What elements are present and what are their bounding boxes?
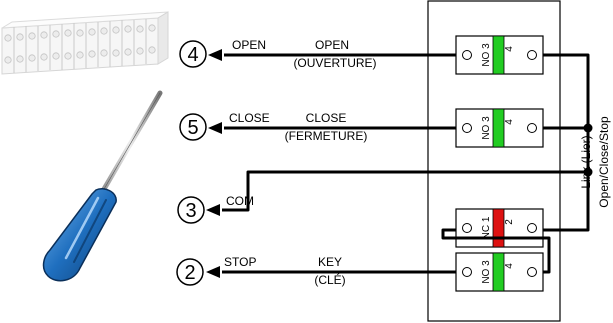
terminal-2: 2 (176, 258, 204, 286)
screw-terminal (527, 223, 537, 233)
terminal-block-icon (1, 11, 169, 75)
contact-side-number: 4 (504, 119, 515, 125)
screw-terminal (462, 50, 472, 60)
screw-terminal (527, 50, 537, 60)
junction-dots (583, 123, 593, 177)
terminal-number: 3 (185, 200, 196, 222)
contact-bar (492, 108, 505, 148)
terminal-number: 4 (187, 44, 198, 66)
contact-block: NO 3 4 (455, 108, 544, 148)
screw-terminal (462, 123, 472, 133)
contact-block: NO 3 4 (455, 252, 544, 292)
desc-close-line1: CLOSE (306, 111, 347, 125)
desc-open-line2: (OUVERTURE) (293, 56, 376, 70)
contact-side-number: 4 (504, 46, 515, 52)
contact-side-number: 4 (504, 263, 515, 269)
desc-close-line2: (FERMETURE) (285, 129, 368, 143)
desc-key-line2: (CLÉ) (314, 272, 345, 287)
screw-terminal (462, 223, 472, 233)
terminal-label-stop: STOP (224, 255, 256, 269)
screw-terminal (462, 267, 472, 277)
screwdriver-icon (42, 90, 163, 282)
relay-box (427, 0, 561, 322)
link-label-line2: Open/Close/Stop (597, 116, 611, 208)
screw-terminal (527, 123, 537, 133)
arrowheads (206, 49, 222, 278)
contact-type-label: NO 3 (481, 260, 492, 284)
contact-block: NO 3 4 (455, 35, 544, 75)
contact-bar (492, 35, 505, 75)
contact-bar (492, 208, 505, 248)
terminal-label-open: OPEN (232, 38, 266, 52)
wire-com (222, 170, 588, 212)
terminal-5: 5 (179, 113, 207, 141)
contact-type-label: NO 3 (481, 116, 492, 140)
link-label-line1: Link (Lier) (579, 135, 593, 188)
terminal-number: 2 (184, 262, 195, 284)
contact-type-label: NC 1 (481, 216, 492, 239)
wire-link-bus (543, 53, 590, 232)
terminal-3: 3 (177, 196, 205, 224)
terminal-4: 4 (179, 40, 207, 68)
wire-nc-to-key (441, 228, 551, 274)
contact-type-label: NO 3 (481, 43, 492, 67)
terminal-label-close: CLOSE (229, 111, 270, 125)
terminal-label-com: COM (226, 194, 254, 208)
contact-side-number: 2 (504, 219, 515, 225)
contact-bar (492, 252, 505, 292)
desc-open-line1: OPEN (315, 38, 349, 52)
wires (222, 53, 590, 274)
terminal-number: 5 (187, 117, 198, 139)
contact-block: NC 1 2 (455, 208, 544, 248)
desc-key-line1: KEY (318, 255, 342, 269)
screw-terminal (527, 267, 537, 277)
